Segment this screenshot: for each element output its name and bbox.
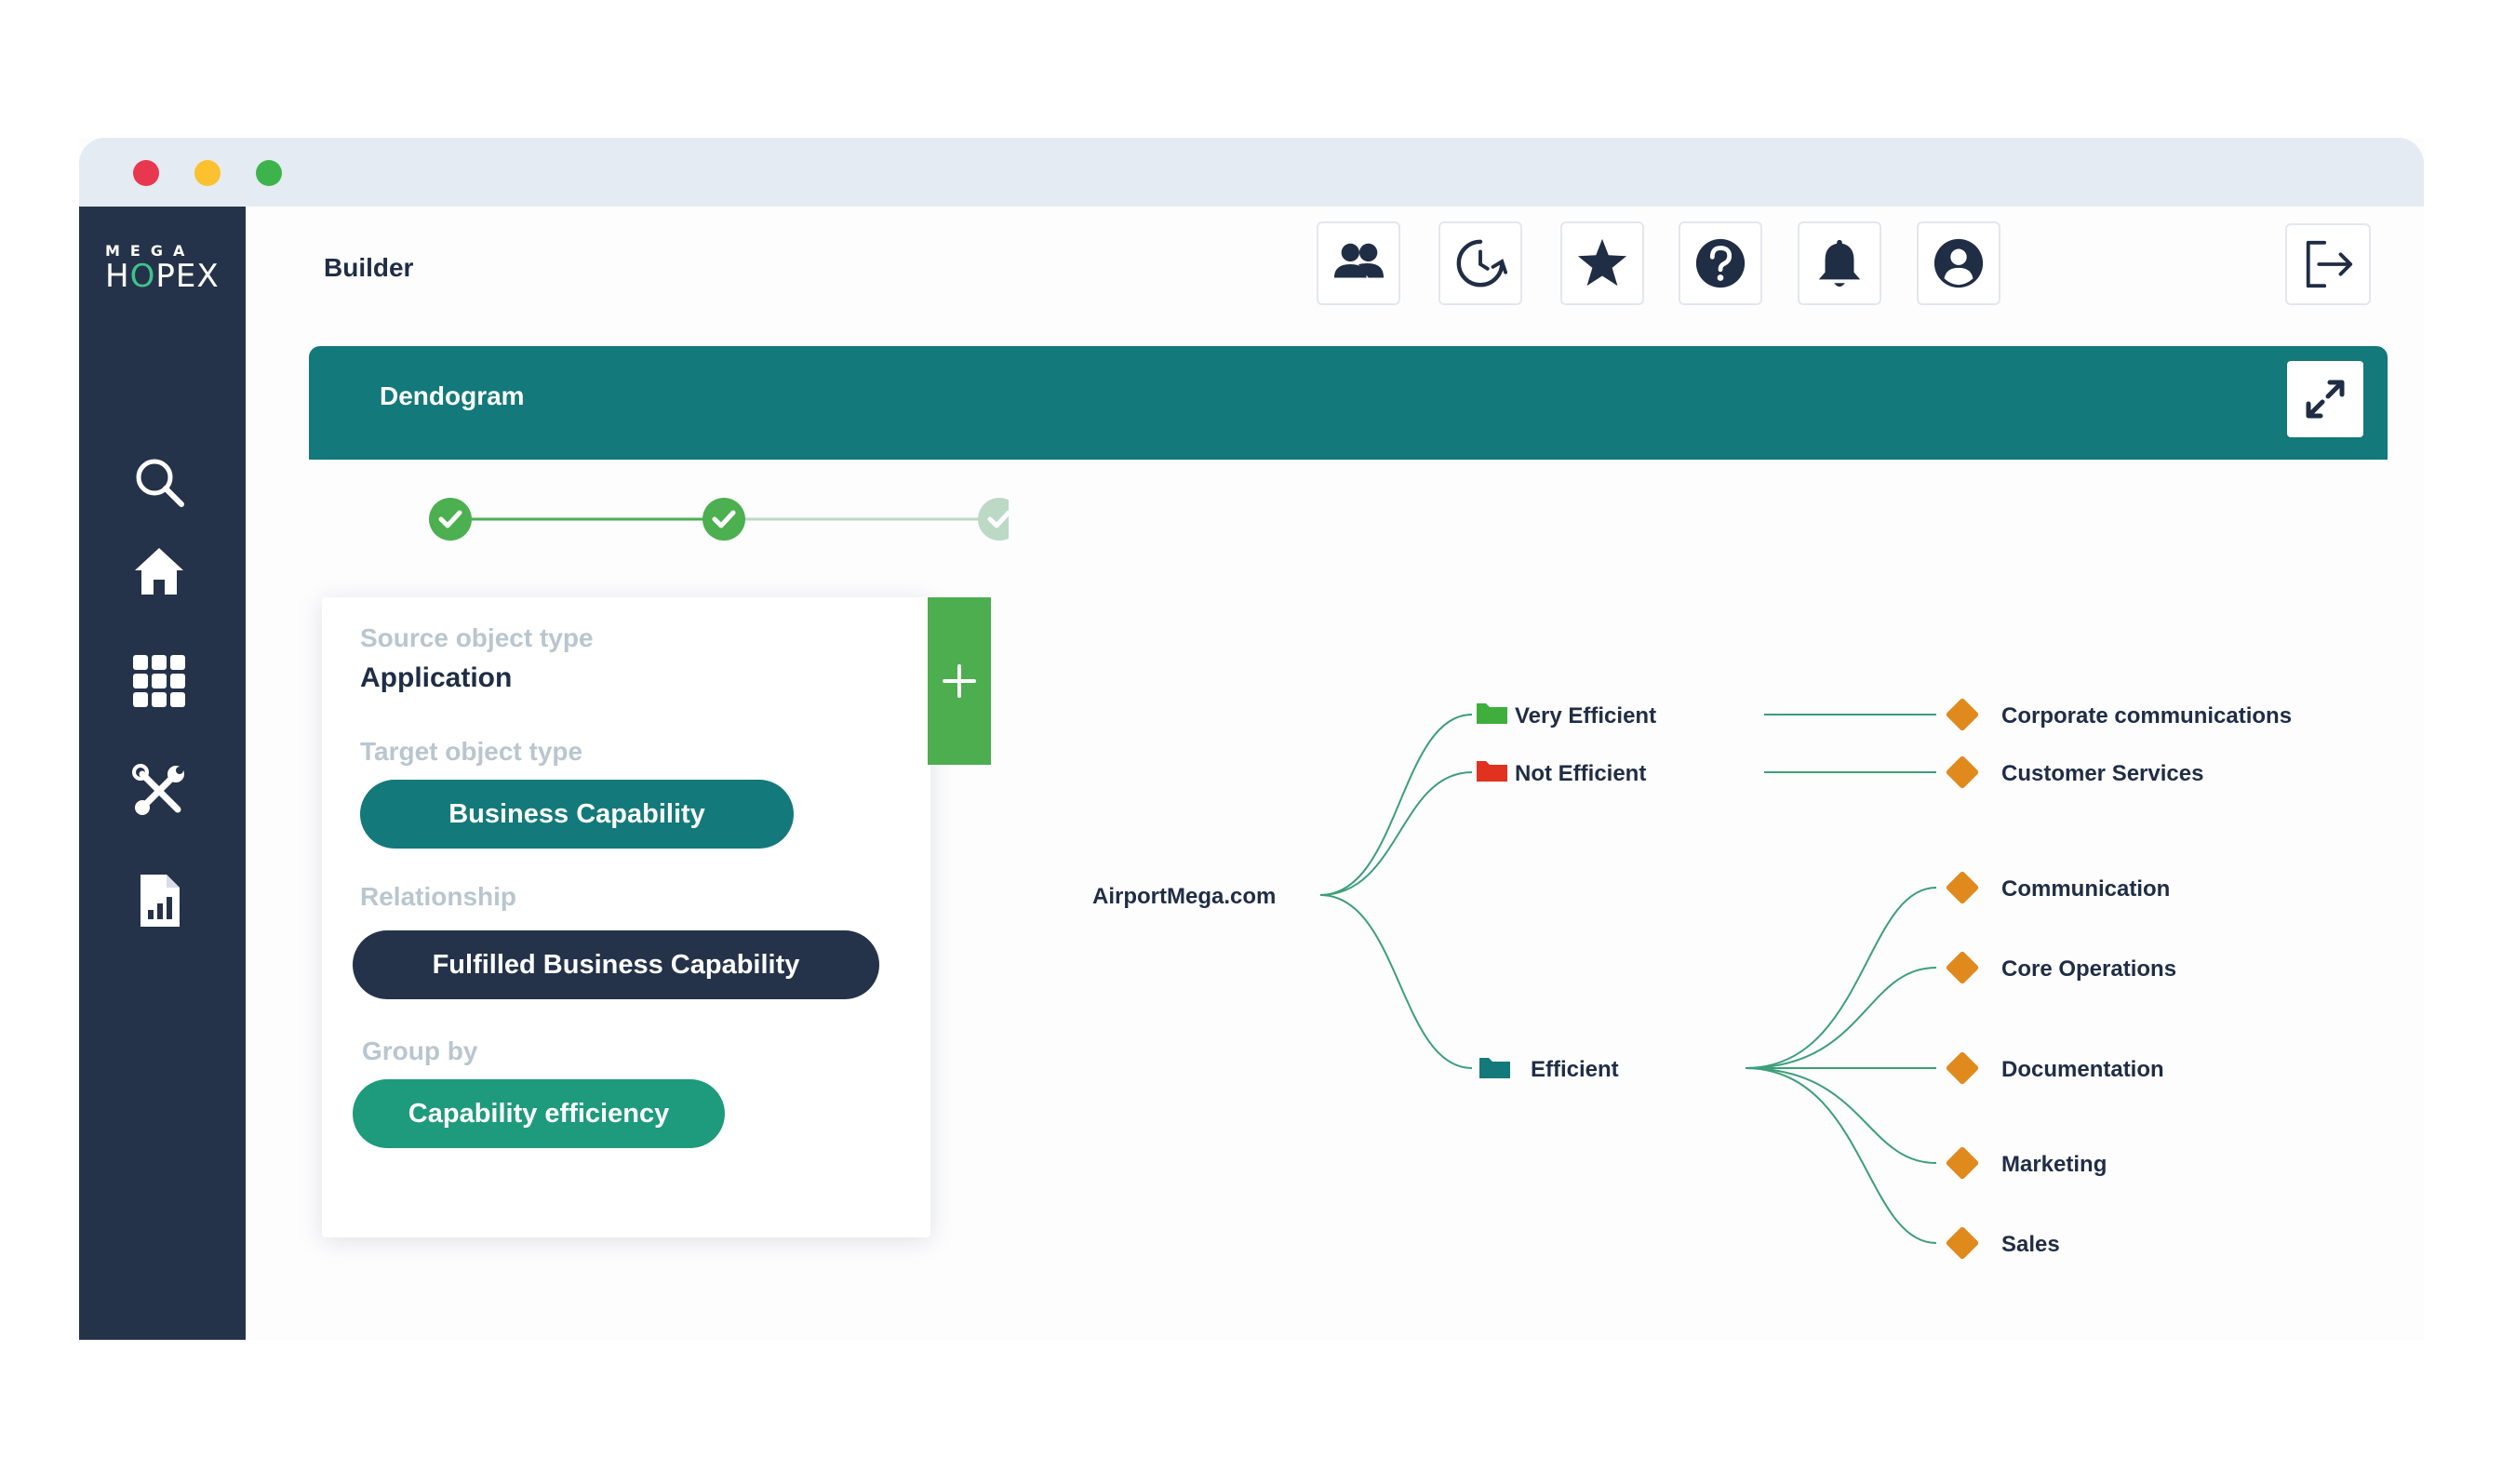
diamond-icon bbox=[1946, 698, 1979, 731]
leaf-node[interactable]: Corporate communications bbox=[1946, 698, 2292, 732]
diamond-icon bbox=[1946, 755, 1979, 789]
step-2[interactable] bbox=[702, 498, 745, 541]
report-icon bbox=[140, 875, 180, 927]
diamond-icon bbox=[1946, 1226, 1979, 1260]
help-button[interactable] bbox=[1679, 221, 1762, 305]
step-1[interactable] bbox=[429, 498, 472, 541]
source-type-value[interactable]: Application bbox=[360, 662, 513, 693]
dendogram-title: Dendogram bbox=[380, 381, 525, 410]
apps-grid-icon bbox=[133, 655, 185, 707]
favorites-button[interactable] bbox=[1560, 221, 1644, 305]
leaf-node[interactable]: Core Operations bbox=[1946, 951, 2176, 985]
root-node-label[interactable]: AirportMega.com bbox=[1092, 884, 1276, 909]
group-label: Not Efficient bbox=[1515, 761, 1646, 786]
folder-icon bbox=[1477, 761, 1507, 782]
expand-icon bbox=[2306, 380, 2345, 419]
users-icon bbox=[1333, 243, 1385, 278]
page-title: Builder bbox=[324, 253, 414, 282]
maximize-window-button[interactable] bbox=[256, 160, 282, 186]
history-icon bbox=[1456, 239, 1507, 287]
diamond-icon bbox=[1946, 1146, 1979, 1180]
help-icon bbox=[1695, 238, 1746, 288]
bell-icon bbox=[1818, 239, 1861, 287]
leaf-label: Marketing bbox=[2001, 1152, 2107, 1177]
target-type-label: Target object type bbox=[360, 737, 583, 766]
leaf-node[interactable]: Communication bbox=[1946, 871, 2171, 905]
diamond-icon bbox=[1946, 1051, 1979, 1085]
sidebar-item-apps[interactable] bbox=[129, 651, 189, 711]
diamond-icon bbox=[1946, 951, 1979, 984]
app-window: MEGA HOPEX bbox=[79, 138, 2424, 1340]
leaf-node[interactable]: Sales bbox=[1946, 1226, 2060, 1261]
leaf-label: Sales bbox=[2001, 1232, 2060, 1257]
main-content: Builder D bbox=[246, 207, 2424, 1340]
step-3[interactable] bbox=[978, 498, 1009, 541]
source-type-label: Source object type bbox=[360, 623, 594, 652]
leaf-label: Communication bbox=[2001, 876, 2170, 902]
window-titlebar bbox=[79, 138, 2424, 207]
profile-button[interactable] bbox=[1917, 221, 2000, 305]
group-node-not-efficient[interactable]: Not Efficient bbox=[1477, 761, 1646, 786]
leaf-label: Corporate communications bbox=[2001, 703, 2292, 729]
logout-icon bbox=[2306, 240, 2353, 288]
logout-button[interactable] bbox=[2285, 223, 2371, 305]
relationship-label: Relationship bbox=[360, 882, 517, 911]
logo-top-text: MEGA bbox=[105, 242, 195, 260]
close-window-button[interactable] bbox=[133, 160, 159, 186]
notifications-button[interactable] bbox=[1798, 221, 1881, 305]
sidebar-item-reports[interactable] bbox=[129, 871, 189, 930]
sidebar: MEGA HOPEX bbox=[79, 207, 246, 1340]
expand-button[interactable] bbox=[2287, 361, 2363, 437]
group-node-very-efficient[interactable]: Very Efficient bbox=[1477, 703, 1656, 729]
star-icon bbox=[1577, 238, 1627, 287]
minimize-window-button[interactable] bbox=[194, 160, 221, 186]
progress-stepper bbox=[429, 498, 1009, 541]
group-node-efficient[interactable]: Efficient bbox=[1479, 1057, 1619, 1082]
dendrogram: AirportMega.com Very Efficient Not Effic… bbox=[1092, 698, 2292, 1261]
sidebar-item-tools[interactable] bbox=[129, 761, 189, 821]
relationship-pill[interactable]: Fulfilled Business Capability bbox=[353, 930, 879, 999]
group-by-pill[interactable]: Capability efficiency bbox=[353, 1079, 725, 1148]
leaf-label: Customer Services bbox=[2001, 761, 2203, 786]
leaf-label: Core Operations bbox=[2001, 956, 2176, 982]
group-label: Very Efficient bbox=[1515, 703, 1656, 729]
history-button[interactable] bbox=[1438, 221, 1522, 305]
leaf-label: Documentation bbox=[2001, 1057, 2164, 1082]
users-button[interactable] bbox=[1317, 221, 1400, 305]
profile-icon bbox=[1933, 238, 1984, 288]
target-type-pill[interactable]: Business Capability bbox=[360, 780, 794, 849]
group-by-label: Group by bbox=[362, 1036, 478, 1065]
search-icon bbox=[136, 459, 184, 507]
tools-icon bbox=[132, 764, 184, 815]
sidebar-item-home[interactable] bbox=[129, 541, 189, 601]
folder-icon bbox=[1477, 703, 1507, 724]
leaf-node[interactable]: Documentation bbox=[1946, 1051, 2164, 1086]
logo-main-text: HOPEX bbox=[105, 258, 220, 295]
home-icon bbox=[135, 548, 183, 595]
config-panel: Source object type Application Target ob… bbox=[322, 597, 930, 1237]
leaf-node[interactable]: Marketing bbox=[1946, 1146, 2107, 1181]
plus-icon bbox=[943, 664, 976, 698]
hopex-logo[interactable]: MEGA HOPEX bbox=[105, 242, 220, 295]
leaf-node[interactable]: Customer Services bbox=[1946, 755, 2204, 790]
diamond-icon bbox=[1946, 871, 1979, 904]
dendrogram-links bbox=[1319, 714, 1937, 1244]
add-button[interactable] bbox=[928, 597, 991, 765]
dendogram-header: Dendogram bbox=[309, 346, 2388, 460]
sidebar-item-search[interactable] bbox=[129, 452, 189, 512]
group-label: Efficient bbox=[1531, 1057, 1619, 1082]
folder-icon bbox=[1479, 1058, 1510, 1078]
